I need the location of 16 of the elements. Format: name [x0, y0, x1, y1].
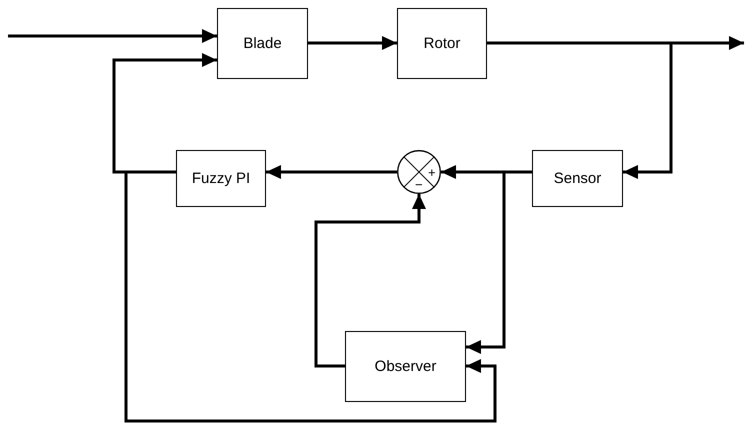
arrow [112, 53, 217, 174]
arrow [266, 165, 397, 179]
block-box: Blade [217, 8, 308, 79]
arrow [8, 29, 217, 43]
block-box: Observer [345, 331, 466, 402]
block-box: Fuzzy PI [176, 150, 266, 207]
arrow [487, 42, 672, 179]
block-box: Rotor [397, 8, 487, 79]
arrow [124, 170, 496, 422]
minus-sign: − [415, 178, 423, 191]
arrow [466, 170, 532, 354]
summing-junction [397, 150, 441, 194]
block-box: Sensor [532, 150, 623, 207]
plus-sign: + [428, 166, 436, 179]
arrow [308, 36, 397, 50]
arrow [314, 194, 426, 368]
